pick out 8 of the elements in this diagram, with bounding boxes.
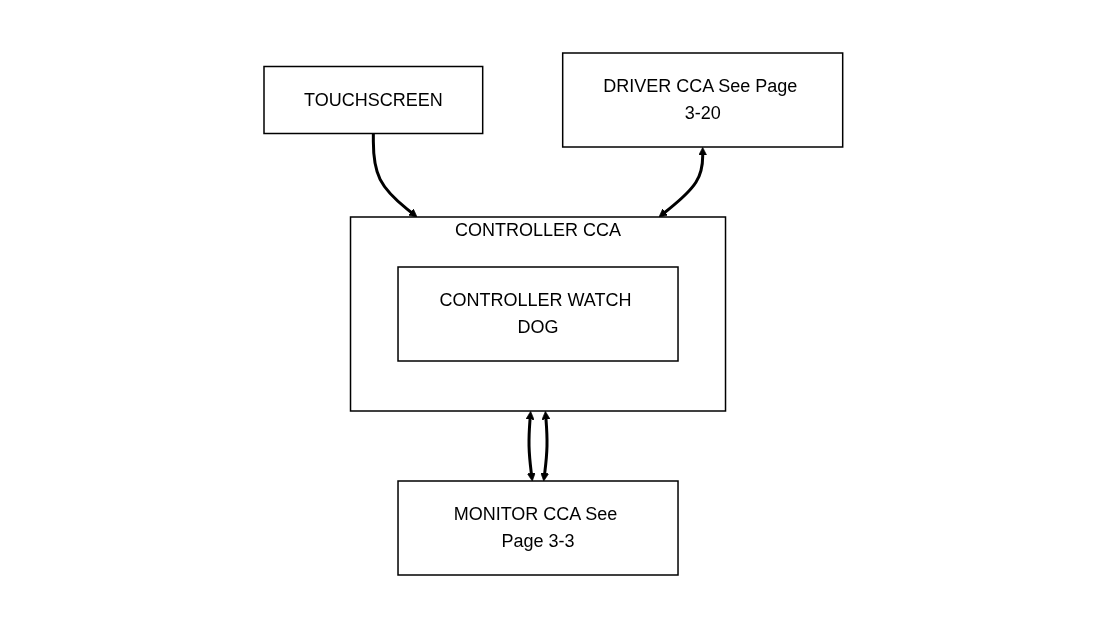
arrow — [525, 410, 536, 481]
node-box: MONITOR CCA See Page 3-3 — [396, 479, 679, 576]
node-box: CONTROLLER WATCH DOG — [396, 265, 679, 362]
arrow — [540, 410, 551, 481]
node-box: DRIVER CCA See Page 3-20 — [561, 51, 844, 148]
arrow — [371, 133, 418, 217]
arrow — [658, 146, 707, 217]
node-box: TOUCHSCREEN — [262, 65, 484, 134]
